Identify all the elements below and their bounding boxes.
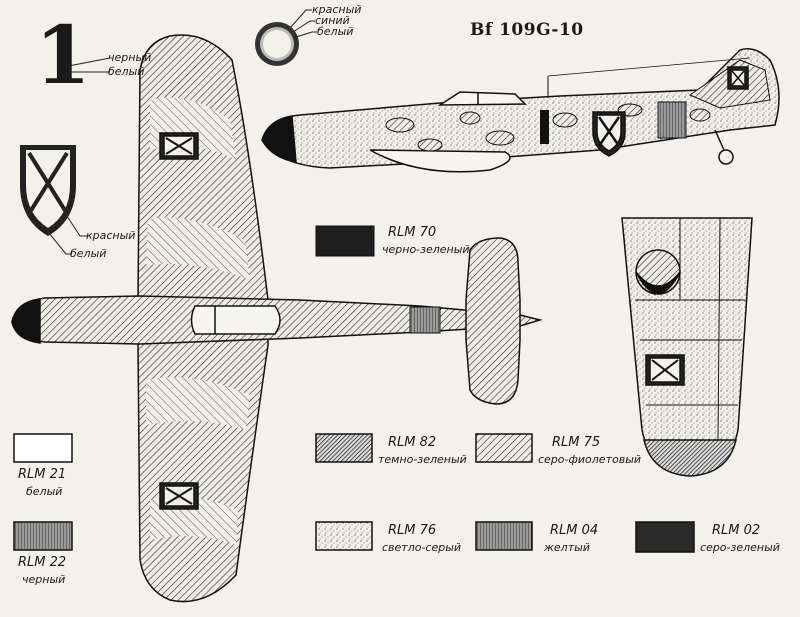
swatch-rlm21-code: RLM 21 — [18, 467, 67, 482]
swatch-rlm75 — [475, 433, 533, 463]
roundel-callout-red: красный — [312, 3, 362, 16]
swatch-rlm04-name: желтый — [544, 541, 590, 554]
aircraft-title: Bf 109G-10 — [470, 20, 584, 40]
swatch-rlm82-name: темно-зеленый — [378, 453, 467, 466]
swatch-rlm22-code: RLM 22 — [18, 555, 67, 570]
marking-number: 1 — [35, 8, 91, 102]
roundel-callout-blue: синий — [315, 14, 350, 27]
swatch-rlm75-code: RLM 75 — [552, 435, 601, 450]
swatch-rlm02-code: RLM 02 — [712, 523, 761, 538]
swatch-rlm70 — [315, 225, 375, 257]
swatch-rlm22-name: черный — [22, 573, 66, 586]
swatch-rlm02 — [635, 521, 695, 553]
swatch-rlm70-name: черно-зеленый — [382, 243, 470, 256]
swatch-rlm04-code: RLM 04 — [550, 523, 599, 538]
number-callout-black: черный — [108, 51, 152, 64]
swatch-rlm76-name: светло-серый — [382, 541, 462, 554]
side-view-aircraft — [261, 48, 780, 173]
swatch-rlm75-name: серо-фиолетовый — [538, 453, 642, 466]
shield-marking — [20, 145, 88, 255]
roundel-callout-white: белый — [317, 25, 354, 38]
wing-underside-detail — [621, 217, 753, 477]
swatch-rlm02-name: серо-зеленый — [700, 541, 780, 554]
roundel-marking — [255, 9, 317, 66]
shield-callout-white: белый — [70, 247, 107, 260]
swatch-rlm70-code: RLM 70 — [388, 225, 437, 240]
swatch-rlm21 — [13, 433, 73, 463]
top-view-aircraft — [11, 34, 543, 603]
number-callout-lines — [57, 57, 111, 73]
swatch-rlm76 — [315, 521, 373, 551]
swatch-rlm82-code: RLM 82 — [388, 435, 437, 450]
swatch-rlm76-code: RLM 76 — [388, 523, 437, 538]
swatch-rlm04 — [475, 521, 533, 551]
swatch-rlm21-name: белый — [26, 485, 63, 498]
swatch-rlm22 — [13, 521, 73, 551]
shield-callout-red: красный — [86, 229, 136, 242]
swatch-rlm82 — [315, 433, 373, 463]
number-callout-white: белый — [108, 65, 145, 78]
